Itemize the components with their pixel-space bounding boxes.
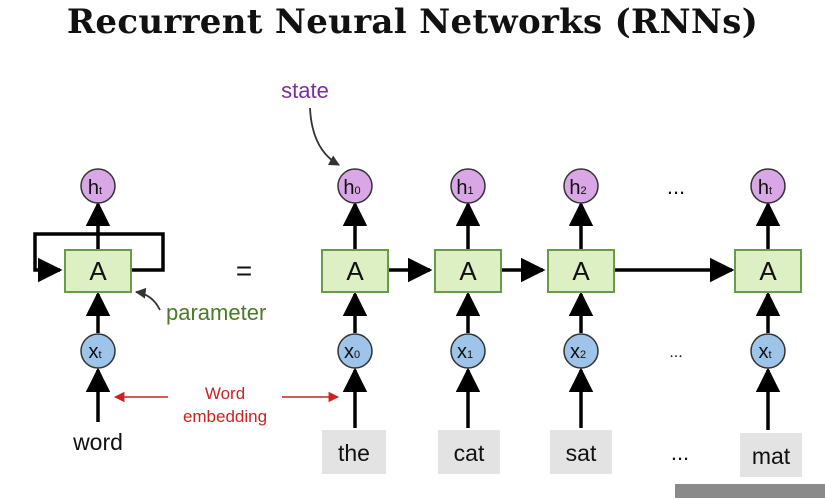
input-node [750,333,786,369]
input-word: mat [752,443,791,469]
input-label: x1 [457,341,473,363]
timestep-2: A h2 x2 sat [547,168,615,474]
rnn-cell-label: A [572,256,590,286]
input-node [337,333,373,369]
ellipsis-hidden: ... [667,174,685,199]
hidden-state-label: ht [88,177,102,199]
input-word: word [72,429,123,455]
word-box [322,430,386,474]
word-box [550,430,612,474]
timestep-t: A ht xt mat [734,168,802,477]
hidden-state-node [337,168,373,204]
rnn-cell [434,249,502,293]
word-embedding-label-line2: embedding [183,407,267,426]
hidden-state-node [563,168,599,204]
rnn-cell [321,249,389,293]
word-box [740,433,802,477]
state-pointer-arrow [309,107,340,166]
ellipsis-word: ... [671,440,689,465]
word-embedding-label-line1: Word [205,384,245,403]
input-node [450,333,486,369]
word-box [438,430,500,474]
input-word: sat [566,440,597,466]
hidden-state-label: h2 [569,177,586,199]
hidden-state-node [450,168,486,204]
bottom-scroll-bar [675,484,825,498]
rnn-cell-label: A [346,256,364,286]
rnn-cell-label: A [89,256,107,286]
unrolled-rnn: A h0 x0 the A h1 x1 cat [321,168,802,477]
input-label: x2 [570,341,586,363]
hidden-state-label: h1 [456,177,473,199]
input-label: xt [758,341,771,363]
rnn-cell [734,249,802,293]
input-word: cat [454,440,485,466]
ellipsis-input: ... [669,344,682,361]
hidden-state-label: h0 [343,177,360,199]
rolled-rnn: A ht xt word [33,168,165,455]
input-node [563,333,599,369]
equals-sign: = [236,255,252,286]
hidden-state-label: ht [758,177,772,199]
input-word: the [338,440,370,466]
parameter-annotation: parameter [166,300,266,325]
timestep-1: A h1 x1 cat [434,168,502,474]
input-label: xt [88,341,101,363]
rnn-cell [64,249,132,293]
parameter-pointer-arrow [134,287,161,311]
timestep-0: A h0 x0 the [321,168,389,474]
rnn-cell [547,249,615,293]
rnn-cell-label: A [459,256,477,286]
input-label: x0 [344,341,360,363]
hidden-state-node [750,168,786,204]
input-node [80,333,116,369]
state-annotation: state [281,78,329,103]
slide-title: Recurrent Neural Networks (RNNs) [66,2,759,42]
rnn-cell-label: A [759,256,777,286]
hidden-state-node [80,168,116,204]
